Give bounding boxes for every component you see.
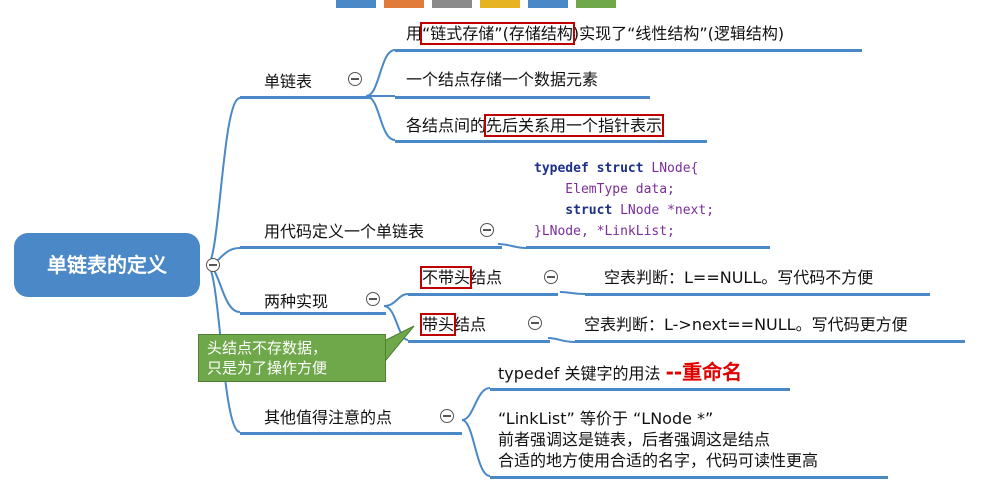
code-line3-rest: LNode *next; bbox=[612, 203, 715, 218]
top-color-bar-6 bbox=[576, 0, 616, 8]
no-head-post: 结点 bbox=[470, 268, 503, 287]
two-impl-collapse-toggle[interactable] bbox=[366, 292, 380, 306]
leaf-chain-storage[interactable]: 用“链式存储”(存储结构)实现了“线性结构”(逻辑结构) bbox=[406, 22, 785, 45]
single-list-collapse-toggle[interactable] bbox=[348, 72, 362, 86]
with-head-highlight: 带头 bbox=[419, 313, 457, 336]
with-head-desc[interactable]: 空表判断：L->next==NULL。写代码更方便 bbox=[584, 315, 908, 334]
leaf-pointer-order[interactable]: 各结点间的先后关系用一个指针表示 bbox=[406, 114, 665, 137]
code-line3-keyword: struct bbox=[534, 203, 613, 218]
top-color-bar-5 bbox=[528, 0, 568, 8]
leaf-typedef-emphasis: --重命名 bbox=[665, 360, 743, 384]
with-head-collapse-toggle[interactable] bbox=[528, 316, 542, 330]
leaf-typedef-text: typedef 关键字的用法 bbox=[498, 364, 661, 383]
callout-line-2: 只是为了操作方便 bbox=[207, 359, 328, 377]
code-block-underline bbox=[526, 246, 770, 249]
leaf-chain-storage-pre: 用 bbox=[406, 24, 423, 43]
with-head-underline bbox=[408, 340, 550, 343]
code-line1-rest: LNode{ bbox=[643, 161, 699, 176]
with-head-desc-underline bbox=[575, 340, 965, 343]
branch-code-def-underline bbox=[240, 246, 502, 249]
linklist-note-1: “LinkList” 等价于 “LNode *” bbox=[498, 409, 714, 428]
notes-collapse-toggle[interactable] bbox=[440, 409, 454, 423]
code-block: typedef struct LNode{ ElemType data; str… bbox=[534, 158, 714, 242]
code-line4: }LNode, *LinkList; bbox=[534, 224, 675, 239]
code-line1-keyword: typedef struct bbox=[534, 161, 644, 176]
no-head-underline bbox=[408, 293, 558, 296]
top-color-bar-2 bbox=[384, 0, 424, 8]
no-head-desc[interactable]: 空表判断：L==NULL。写代码不方便 bbox=[604, 268, 874, 287]
leaf-typedef[interactable]: typedef 关键字的用法 --重命名 bbox=[498, 362, 742, 384]
leaf-node-element-underline bbox=[395, 96, 650, 99]
no-head-highlight: 不带头 bbox=[419, 266, 473, 289]
branch-single-list[interactable]: 单链表 bbox=[264, 72, 313, 91]
leaf-node-element[interactable]: 一个结点存储一个数据元素 bbox=[406, 70, 599, 89]
branch-notes[interactable]: 其他值得注意的点 bbox=[264, 408, 393, 427]
leaf-pointer-order-underline bbox=[395, 140, 707, 143]
head-node-callout: 头结点不存数据， 只是为了操作方便 bbox=[198, 334, 386, 382]
linklist-note-3: 合适的地方使用合适的名字，代码可读性更高 bbox=[498, 451, 819, 470]
no-head-node[interactable]: 不带头结点 bbox=[419, 266, 503, 289]
top-color-bar-4 bbox=[480, 0, 520, 8]
root-collapse-toggle[interactable] bbox=[206, 258, 220, 272]
leaf-pointer-order-highlight: 先后关系用一个指针表示 bbox=[484, 114, 665, 137]
leaf-linklist-notes[interactable]: “LinkList” 等价于 “LNode *” 前者强调这是链表，后者强调这是… bbox=[498, 408, 818, 471]
leaf-pointer-order-pre: 各结点间的 bbox=[406, 116, 487, 135]
branch-two-impl-underline bbox=[240, 312, 386, 315]
callout-line-1: 头结点不存数据， bbox=[207, 339, 328, 357]
no-head-collapse-toggle[interactable] bbox=[544, 270, 558, 284]
code-def-collapse-toggle[interactable] bbox=[480, 223, 494, 237]
top-color-bar-1 bbox=[336, 0, 376, 8]
leaf-chain-storage-highlight: “链式存储”(存储结构 bbox=[420, 22, 575, 45]
with-head-post: 结点 bbox=[454, 315, 487, 334]
code-line2: ElemType data; bbox=[534, 182, 675, 197]
top-color-bar-3 bbox=[432, 0, 472, 8]
with-head-node[interactable]: 带头结点 bbox=[419, 313, 487, 336]
branch-notes-underline bbox=[240, 432, 462, 435]
leaf-chain-storage-underline bbox=[395, 49, 862, 52]
root-topic[interactable]: 单链表的定义 bbox=[14, 233, 200, 297]
leaf-typedef-underline bbox=[490, 388, 790, 391]
leaf-chain-storage-post: )实现了“线性结构”(逻辑结构) bbox=[572, 24, 785, 43]
leaf-linklist-notes-underline bbox=[490, 476, 888, 479]
branch-two-impl[interactable]: 两种实现 bbox=[264, 292, 329, 311]
branch-single-list-underline bbox=[240, 96, 370, 99]
branch-code-def[interactable]: 用代码定义一个单链表 bbox=[264, 222, 425, 241]
no-head-desc-underline bbox=[585, 293, 930, 296]
linklist-note-2: 前者强调这是链表，后者强调这是结点 bbox=[498, 430, 771, 449]
